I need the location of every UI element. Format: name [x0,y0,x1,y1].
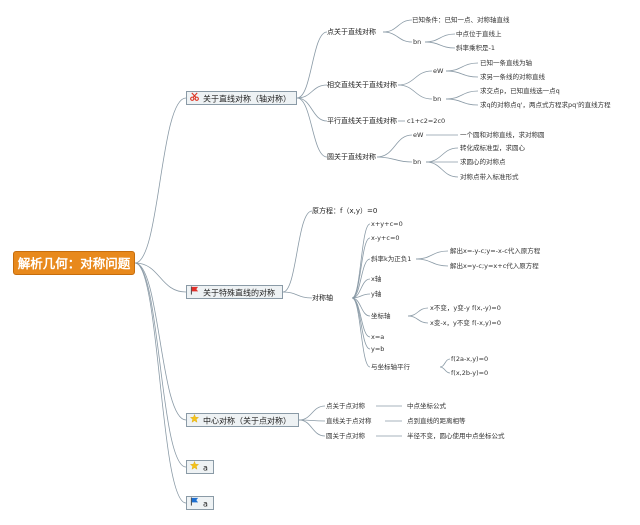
point-line-symmetry[interactable]: 点关于直线对称 [327,28,376,36]
branch-a-star[interactable]: a [186,460,214,474]
circle-point-symmetry[interactable]: 圆关于点对称 [326,432,365,440]
radius-unchanged[interactable]: 半径不变，圆心使用中点坐标公式 [407,432,505,440]
branch-special-line-symmetry[interactable]: 关于特殊直线的对称 [186,285,283,299]
line-y-equals-b[interactable]: y=b [371,345,385,353]
solve-substitute-1[interactable]: 解出x=-y-c;y=-x-c代入原方程 [450,247,541,255]
midpoint-formula[interactable]: 中点坐标公式 [407,402,446,410]
branch-special-line-label: 关于特殊直线的对称 [203,288,275,298]
line-x-minus-y[interactable]: x-y+c=0 [371,234,400,242]
axis-rule-1[interactable]: x不变，y变-y f(x,-y)=0 [430,304,501,312]
slope-plus-minus-one[interactable]: 斜率k为正负1 [371,255,412,263]
plug-into-standard[interactable]: 对称点带入标准形式 [460,173,519,181]
parallel-to-axes[interactable]: 与坐标轴平行 [371,363,410,371]
known-axis-line[interactable]: 已知一条直线为轴 [480,59,532,67]
branch-a-flag[interactable]: a [186,496,214,510]
branch-a-label: a [203,463,208,473]
y-axis[interactable]: y轴 [371,290,382,298]
two-point-equation[interactable]: 求q的对称点q'，两点式方程求pq'的直线方程 [480,101,611,109]
intersecting-line-symmetry[interactable]: 相交直线关于直线对称 [327,81,397,89]
branch-central-symmetry[interactable]: 中心对称（关于点对称） [186,413,299,427]
line-x-equals-a[interactable]: x=a [371,333,385,341]
parallel-rule-1[interactable]: f(2a-x,y)=0 [451,355,489,363]
midpoint-on-line[interactable]: 中点位于直线上 [456,30,502,38]
root-topic[interactable]: 解析几何：对称问题 [13,251,135,275]
symmetry-axis[interactable]: 对称轴 [312,294,333,302]
branch-line-symmetry[interactable]: 关于直线对称（轴对称） [186,91,297,105]
red-flag-icon [190,286,199,300]
ew-tag[interactable]: eW [433,67,444,75]
line-x-plus-y[interactable]: x+y+c=0 [371,220,403,228]
ew-tag[interactable]: eW [413,131,424,139]
parallel-line-symmetry[interactable]: 平行直线关于直线对称 [327,117,397,125]
branch-a-label: a [203,499,208,509]
line-point-symmetry[interactable]: 直线关于点对称 [326,417,372,425]
solve-substitute-2[interactable]: 解出x=y-c;y=x+c代入原方程 [450,262,539,270]
yellow-star-icon [189,460,200,475]
circle-line-symmetry[interactable]: 圆关于直线对称 [327,153,376,161]
branch-central-label: 中心对称（关于点对称） [203,416,291,426]
find-symmetric-line[interactable]: 求另一条线的对称直线 [480,73,545,81]
coordinate-axes[interactable]: 坐标轴 [371,312,391,320]
slope-product[interactable]: 斜率乘积是-1 [456,44,495,52]
point-point-symmetry[interactable]: 点关于点对称 [326,402,365,410]
center-symmetric-point[interactable]: 求圆心的对称点 [460,158,506,166]
find-intersection[interactable]: 求交点p，已知直线选一点q [480,87,560,95]
bn-tag[interactable]: bn [413,38,422,46]
scissors-icon [190,92,199,106]
yellow-star-icon [189,413,200,428]
bn-tag[interactable]: bn [433,95,442,103]
bn-tag[interactable]: bn [413,158,422,166]
blue-flag-icon [190,497,199,511]
circle-symmetric[interactable]: 一个圆和对称直线，求对称圆 [460,131,545,139]
equal-distance[interactable]: 点到直线的距离相等 [407,417,466,425]
known-condition[interactable]: 已知条件：已知一点、对称轴直线 [412,16,510,24]
axis-rule-2[interactable]: x变-x，y不变 f(-x,y)=0 [430,319,501,327]
parallel-rule-2[interactable]: f(x,2b-y)=0 [451,369,489,377]
parallel-formula[interactable]: c1+c2=2c0 [407,117,446,125]
x-axis[interactable]: x轴 [371,275,382,283]
original-equation[interactable]: 原方程：f（x,y）=0 [312,207,378,215]
branch-line-symmetry-label: 关于直线对称（轴对称） [203,94,291,104]
standard-form[interactable]: 转化成标准型，求圆心 [460,144,525,152]
